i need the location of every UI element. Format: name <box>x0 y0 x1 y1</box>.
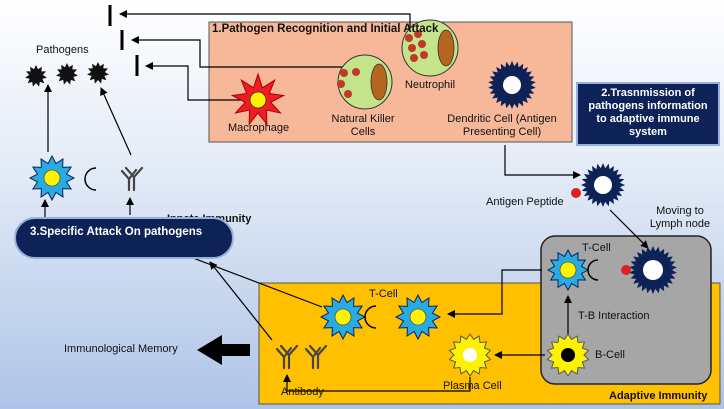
innate-t-cell <box>28 154 97 202</box>
t-cell-label-adaptive: T-Cell <box>369 288 398 300</box>
lymph-dendritic-cell <box>621 246 677 294</box>
lymph-t-cell <box>546 248 599 292</box>
stage-3-title: 3.Specific Attack On pathogens <box>14 217 234 259</box>
plasma-cell-label: Plasma Cell <box>443 380 502 392</box>
pathogens-label: Pathogens <box>36 44 89 56</box>
natural-killer-cell <box>337 54 393 110</box>
dendritic-cell <box>488 61 536 109</box>
antibody-icons <box>275 344 328 370</box>
antibody-label: Antibody <box>281 386 324 398</box>
immunological-memory-label: Immunological Memory <box>64 343 178 355</box>
pathogen-cluster <box>25 62 109 87</box>
macrophage-label: Macrophage <box>228 122 290 134</box>
pathogen-1 <box>25 65 47 87</box>
arrow-dendritic-to-apc <box>504 145 581 179</box>
dendritic-cell-label: Dendritic Cell (Antigen Presenting Cell) <box>447 113 557 138</box>
arrow-tcell-to-attack <box>171 248 323 308</box>
antigen-presenting-cell <box>571 163 625 207</box>
arrow-to-lymph-node <box>609 209 649 249</box>
antigen-peptide-dot <box>571 188 581 198</box>
stage-2-title: 2.Trasnmission of pathogens information … <box>576 82 720 146</box>
pathogen-3 <box>87 62 109 84</box>
stage-1-title: 1.Pathogen Recognition and Initial Attac… <box>212 23 439 35</box>
moving-to-lymph-label: Moving to Lymph node <box>649 205 711 230</box>
neutrophil-cell <box>401 19 459 77</box>
arrow-antibody-to-attack <box>209 261 273 341</box>
b-cell-label: B-Cell <box>595 349 625 361</box>
nk-cells-label: Natural Killer Cells <box>331 113 395 138</box>
inhibition-bars <box>108 5 139 76</box>
plasma-cell <box>448 333 492 377</box>
adaptive-t-cell-1 <box>319 293 377 341</box>
b-cell <box>546 333 590 377</box>
arrow-antibody-to-pathogens <box>100 87 132 156</box>
macrophage-cell <box>230 72 286 126</box>
arrow-plasma-to-antibody <box>283 374 471 392</box>
arrow-lymph-tcell-to-adaptive <box>447 269 542 318</box>
tb-interaction-label: T-B Interaction <box>578 310 650 322</box>
pathogen-2 <box>56 63 78 85</box>
antigen-peptide-label: Antigen Peptide <box>486 196 564 208</box>
neutrophil-label: Neutrophil <box>404 79 456 91</box>
t-cell-label-lymph: T-Cell <box>582 242 611 254</box>
innate-antibody-icon <box>120 166 144 192</box>
adaptive-t-cell-2 <box>394 293 442 341</box>
memory-arrow <box>197 335 250 365</box>
adaptive-immunity-label: Adaptive Immunity <box>609 390 708 402</box>
